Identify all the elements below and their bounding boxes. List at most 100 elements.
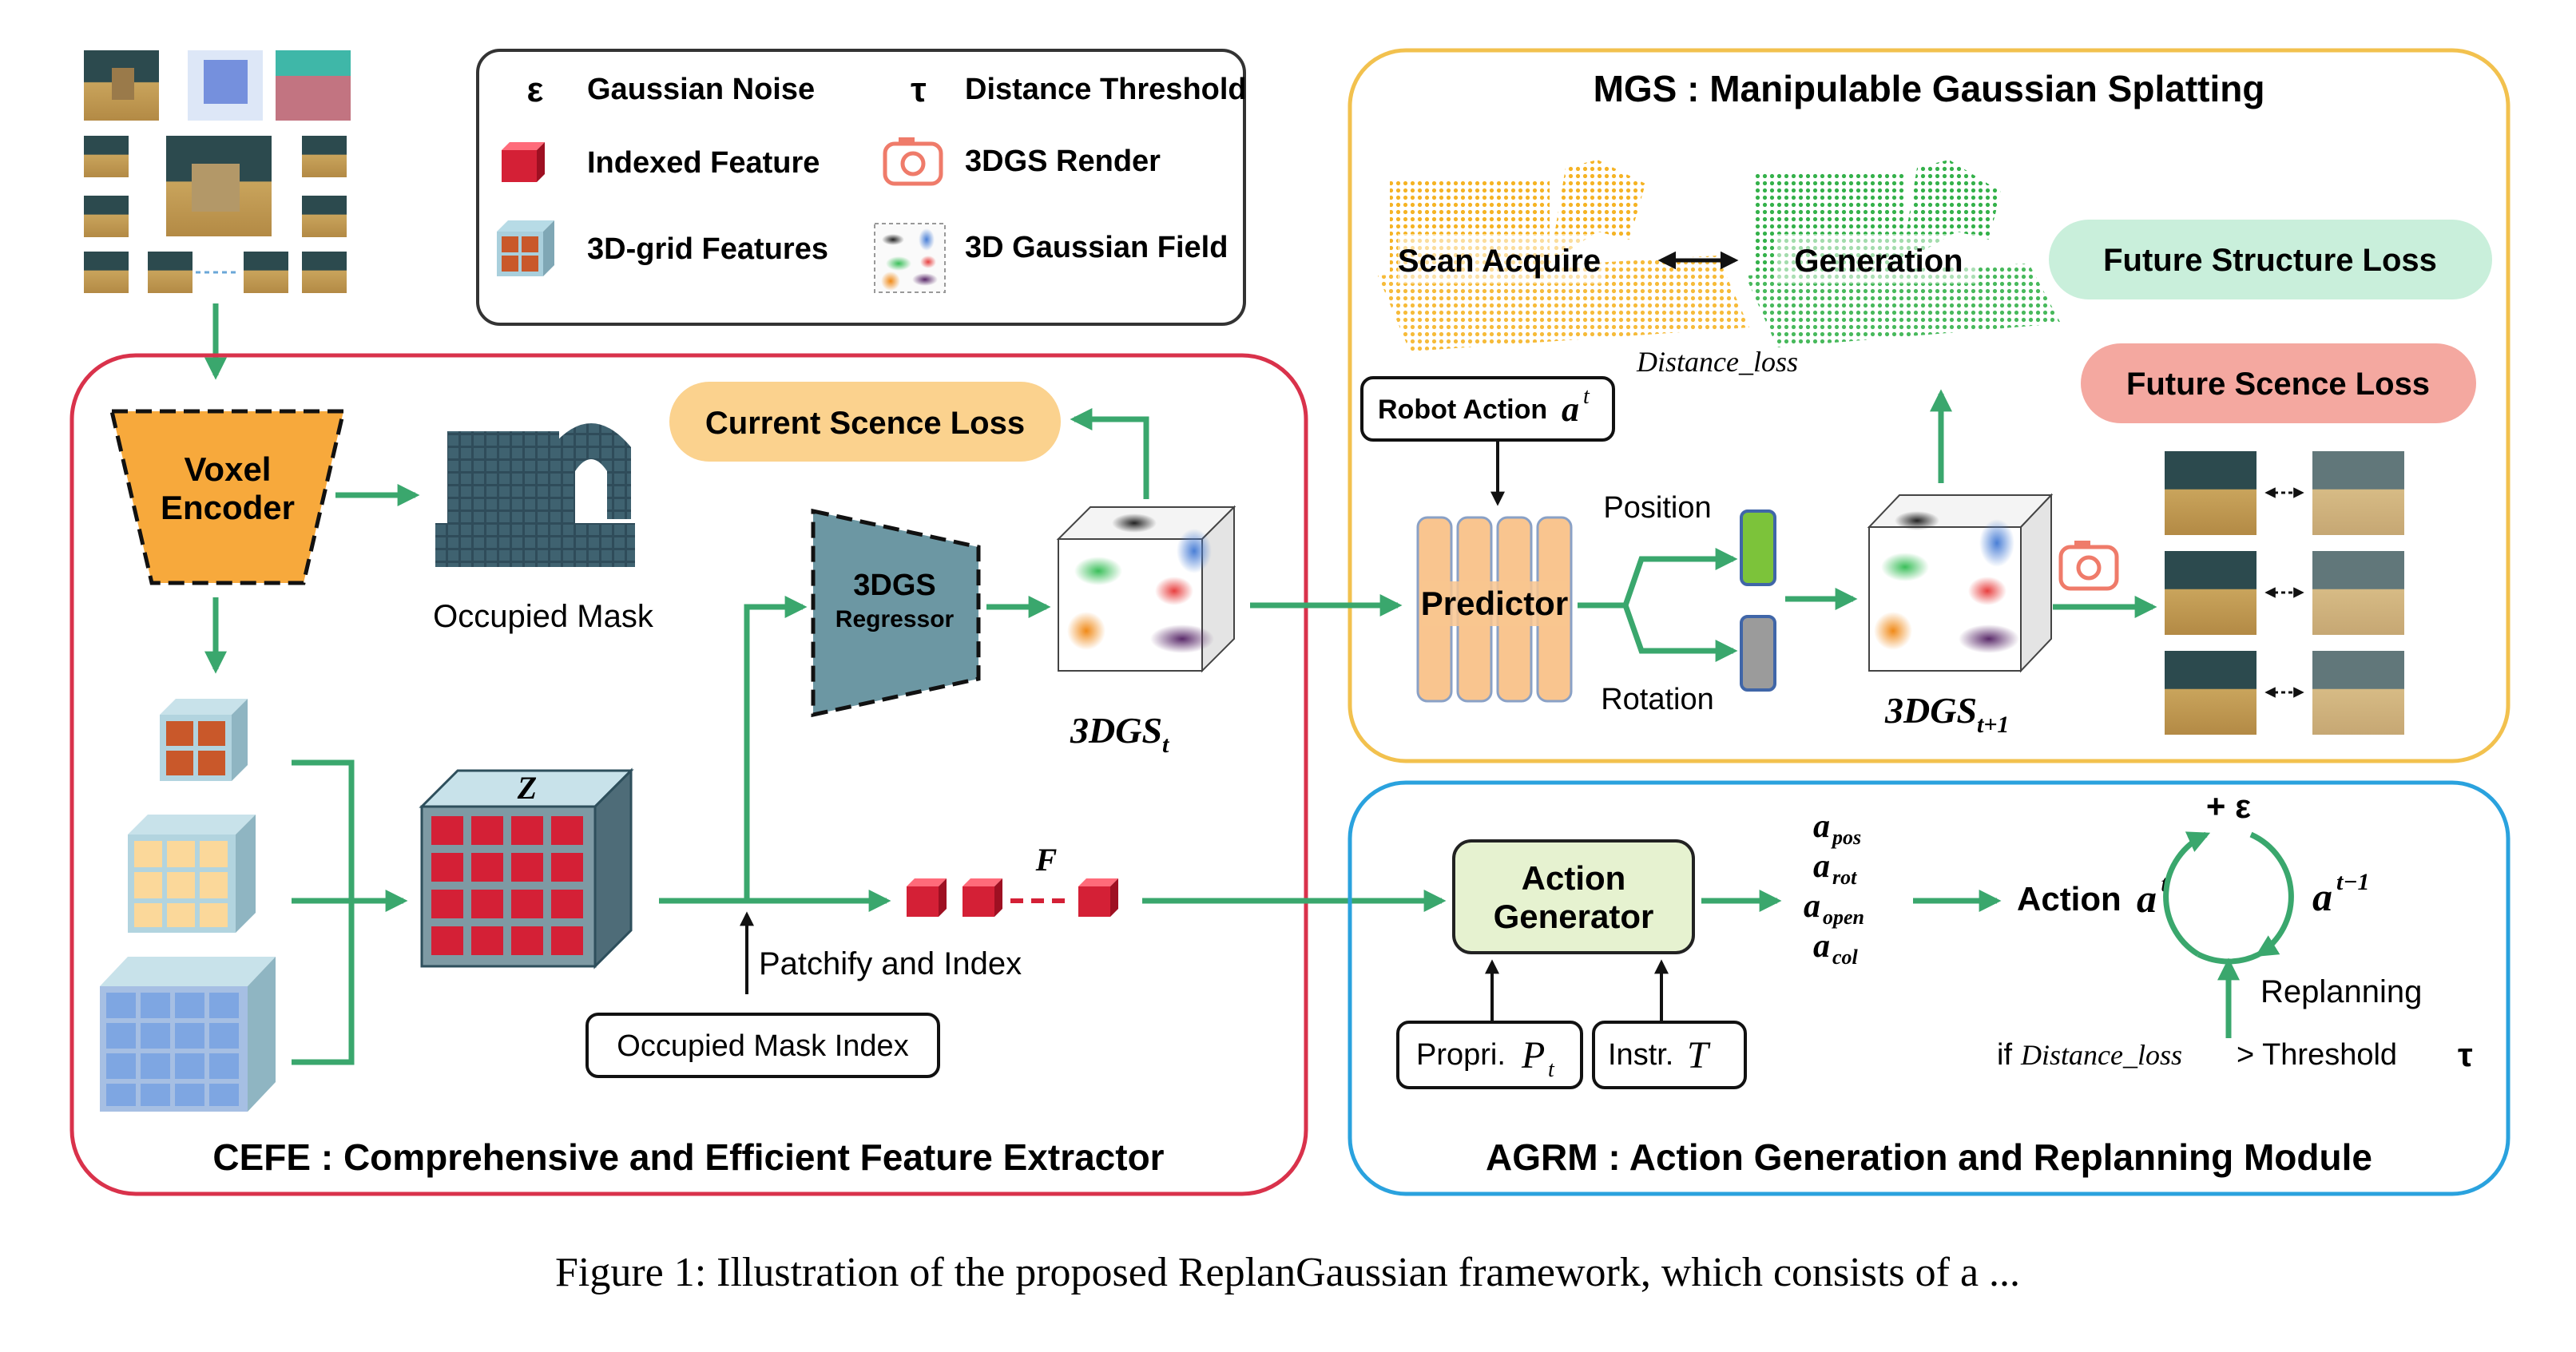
render-gt [2165, 651, 2256, 735]
gs-t1-subscript: t+1 [1977, 712, 2009, 738]
gaussian-field-icon [874, 223, 946, 293]
condition-rest: > Threshold [2237, 1038, 2397, 1072]
output-subscript: rot [1832, 866, 1857, 889]
scene-thumbnail [302, 252, 347, 293]
agrm-panel: AGRM : Action Generation and Replanning … [1348, 780, 2511, 1196]
legend-render-label: 3DGS Render [965, 145, 1161, 178]
current-loss-pill [669, 382, 1061, 462]
condition-tau: τ [2458, 1036, 2473, 1073]
render-pred [2312, 651, 2404, 735]
predictor-label: Predictor [1421, 585, 1568, 622]
instr-box [1592, 1021, 1747, 1089]
replanning-label: Replanning [2260, 974, 2422, 1009]
occupied-mask-label: Occupied Mask [433, 599, 654, 634]
box-object-icon [192, 164, 240, 212]
scene-thumbnail [84, 136, 129, 177]
scene-thumbnail [84, 252, 129, 293]
scan-acquire-label: Scan Acquire [1398, 244, 1601, 279]
render-gt [2165, 551, 2256, 635]
future-scene-loss-pill [2081, 343, 2476, 423]
robot-action-superscript: t [1583, 384, 1590, 409]
patchify-label: Patchify and Index [759, 946, 1022, 981]
replanning-loop-left [2163, 831, 2211, 957]
gaussian-field-t1 [1867, 493, 2054, 673]
replanning-loop-right [2249, 831, 2294, 957]
render-camera-icon [2058, 541, 2119, 591]
condition-variable: Distance_loss [2020, 1039, 2182, 1071]
action-generator-line2: Generator [1494, 898, 1654, 935]
mgs-title: MGS : Manipulable Gaussian Splatting [1594, 68, 2265, 109]
current-loss-label: Current Scence Loss [705, 406, 1025, 441]
grid-feature-small [160, 699, 248, 781]
figure-caption: Figure 1: Illustration of the proposed R… [555, 1250, 2020, 1295]
scene-thumbnail [302, 136, 347, 177]
propri-box [1396, 1021, 1583, 1089]
gs-t-main: 3DGS [1070, 710, 1162, 751]
legend-threshold-symbol: τ [911, 70, 927, 109]
mask-index-label: Occupied Mask Index [617, 1029, 908, 1063]
position-vector [1740, 509, 1776, 586]
scene-thumbnail [84, 196, 129, 237]
future-scene-loss-label: Future Scence Loss [2126, 367, 2430, 402]
indexed-feature-token [1078, 878, 1118, 917]
legend-threshold-label: Distance Threshold [965, 73, 1247, 106]
output-symbol: a [1813, 808, 1830, 845]
action-generator-line1: Action [1522, 859, 1626, 897]
camera-icon [883, 137, 943, 186]
robot-arm-icon [112, 68, 134, 100]
regressor-line1: 3DGS [853, 569, 935, 602]
prev-action-symbol: a [2312, 874, 2332, 919]
cefe-border [69, 353, 1308, 1196]
gs-t1-main: 3DGS [1884, 690, 1977, 731]
rotation-vector [1740, 615, 1776, 692]
future-structure-loss-pill [2049, 220, 2492, 299]
condition-if: if [1997, 1038, 2012, 1072]
action-generator [1452, 839, 1695, 954]
scene-thumbnail [244, 252, 288, 293]
3dgs-regressor [811, 508, 981, 718]
arrow-to-regressor [744, 596, 808, 901]
legend-field-label: 3D Gaussian Field [965, 231, 1228, 264]
agrm-title: AGRM : Action Generation and Replanning … [1486, 1136, 2372, 1178]
arrow-to-position [1578, 548, 1738, 609]
replanning-loop-bottom [2197, 951, 2260, 965]
position-label: Position [1603, 491, 1711, 525]
instr-label: Instr. [1608, 1038, 1673, 1072]
prev-action-superscript: t−1 [2336, 869, 2370, 895]
rotation-label: Rotation [1601, 683, 1714, 716]
merge-bracket [292, 759, 355, 1065]
point-cloud-icon [204, 60, 248, 104]
grid-feature-medium [128, 815, 256, 933]
mgs-panel: MGS : Manipulable Gaussian Splatting Sca… [1348, 48, 2511, 763]
output-symbol: a [1813, 848, 1830, 885]
grid-feature-large [100, 957, 276, 1112]
voxel-encoder [109, 409, 347, 585]
cefe-title: CEFE : Comprehensive and Efficient Featu… [212, 1136, 1164, 1178]
gaussian-field-t [1056, 505, 1236, 673]
scene-thumbnail [148, 252, 193, 293]
render-comparison-pairs [2165, 451, 2404, 735]
grid-feature-icon [497, 220, 554, 276]
voxel-encoder-line1: Voxel [185, 450, 272, 488]
propri-subscript: t [1548, 1057, 1555, 1082]
output-subscript: col [1832, 946, 1859, 969]
f-label: F [1035, 842, 1058, 878]
legend-indexed-feature-label: Indexed Feature [587, 146, 820, 180]
render-gt [2165, 451, 2256, 535]
legend-noise-label: Gaussian Noise [587, 73, 815, 106]
future-structure-loss-label: Future Structure Loss [2103, 243, 2437, 278]
indexed-feature-token [907, 878, 947, 917]
output-subscript: open [1823, 906, 1864, 929]
propri-label: Propri. [1416, 1038, 1506, 1072]
robot-action-label: Robot Action [1378, 394, 1547, 425]
input-scene-thumbnails [84, 50, 351, 293]
arrow-to-rotation [1622, 604, 1738, 662]
action-symbol: a [2137, 876, 2157, 921]
scene-thumbnail [302, 196, 347, 237]
voxel-encoder-line2: Encoder [161, 489, 295, 526]
output-symbol: a [1813, 928, 1830, 965]
gs-t-subscript: t [1162, 732, 1170, 758]
render-pred [2312, 451, 2404, 535]
instr-symbol: T [1687, 1034, 1711, 1076]
